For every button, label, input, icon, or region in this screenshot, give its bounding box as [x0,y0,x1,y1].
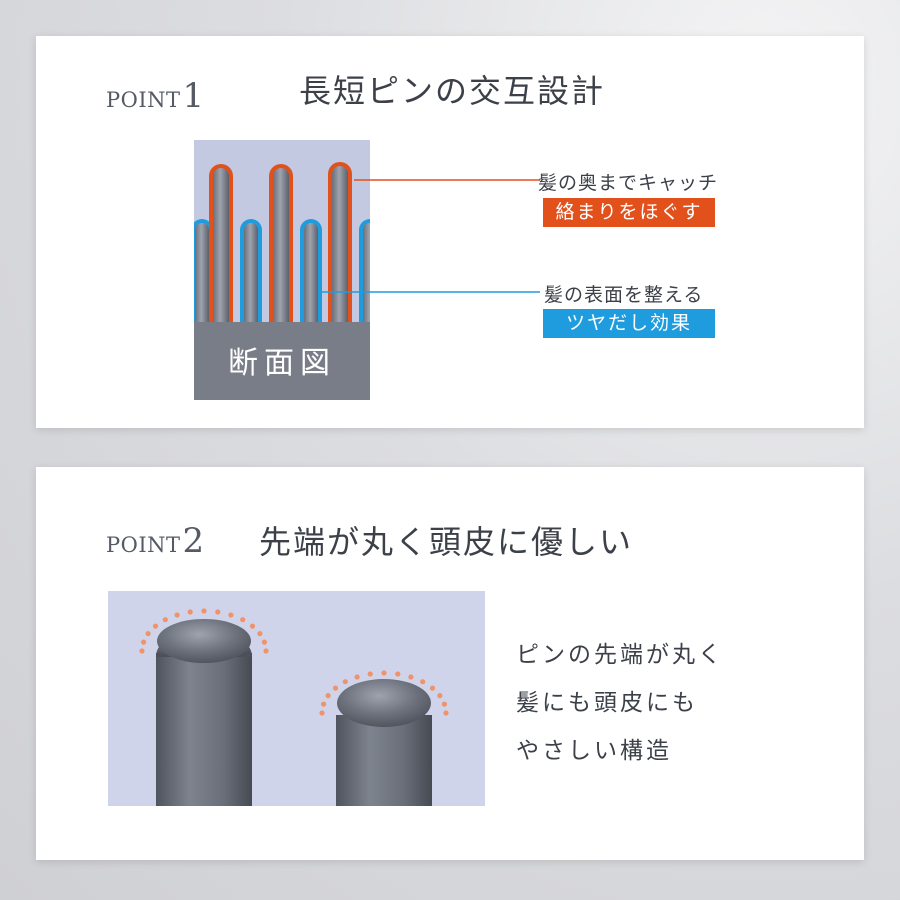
softness-dot [441,701,447,707]
point2-label-number: 2 [182,521,205,561]
description-line: ピンの先端が丸く [516,642,724,668]
point1-card: POINT1 長短ピンの交互設計 [36,36,864,428]
description-line: 髪にも頭皮にも [516,690,698,716]
callout-long-text: 髪の奥までキャッチ [538,172,719,194]
rounded-tip-diagram [108,591,485,806]
softness-dot [395,671,401,677]
softness-dot [139,648,145,654]
softness-dot [381,670,387,676]
softness-dot [429,685,436,691]
softness-dot [162,617,168,623]
softness-dot [354,674,360,680]
point1-label-number: 1 [182,76,205,116]
softness-dot [443,710,449,716]
long-pins [209,162,352,330]
point2-heading: 先端が丸く頭皮に優しい [259,523,634,561]
softness-dot [263,648,269,654]
softness-dot [174,612,180,618]
short-pin [336,679,432,806]
softness-dot [420,679,426,685]
softness-dot [261,639,267,645]
point2-label-word: POINT [106,533,181,557]
softness-dot [408,674,414,680]
tall-pin [156,619,252,806]
point2-card: POINT2 先端が丸く頭皮に優しい [36,467,864,860]
description-line: やさしい構造 [516,738,672,764]
softness-dot [321,701,327,707]
softness-dot [249,623,256,629]
softness-dot [141,639,147,645]
softness-dot [145,631,151,637]
softness-dots [139,608,449,716]
callout-short-badge: ツヤだし効果 [543,309,715,338]
softness-dot [342,679,348,685]
softness-dot [152,623,159,629]
softness-dot [228,612,234,618]
cross-section-diagram: 断面図 [194,140,540,400]
point1-heading: 長短ピンの交互設計 [299,72,606,110]
point1-label: POINT1 [106,76,204,116]
diagram-label: 断面図 [228,346,336,381]
point2-description: ピンの先端が丸く 髪にも頭皮にも やさしい構造 [516,631,724,775]
softness-dot [201,608,207,614]
softness-dot [215,609,221,615]
callout-long-badge: 絡まりをほぐす [543,198,715,227]
softness-dot [240,617,246,623]
softness-dot [437,693,443,699]
softness-dot [319,710,325,716]
softness-dot [332,685,339,691]
diagram-base [194,322,370,400]
point2-label: POINT2 [106,521,204,561]
softness-dot [367,671,373,677]
point1-label-word: POINT [106,88,181,112]
callout-short-text: 髪の表面を整える [544,284,704,306]
softness-dot [257,631,263,637]
softness-dot [187,609,193,615]
softness-dot [325,693,331,699]
